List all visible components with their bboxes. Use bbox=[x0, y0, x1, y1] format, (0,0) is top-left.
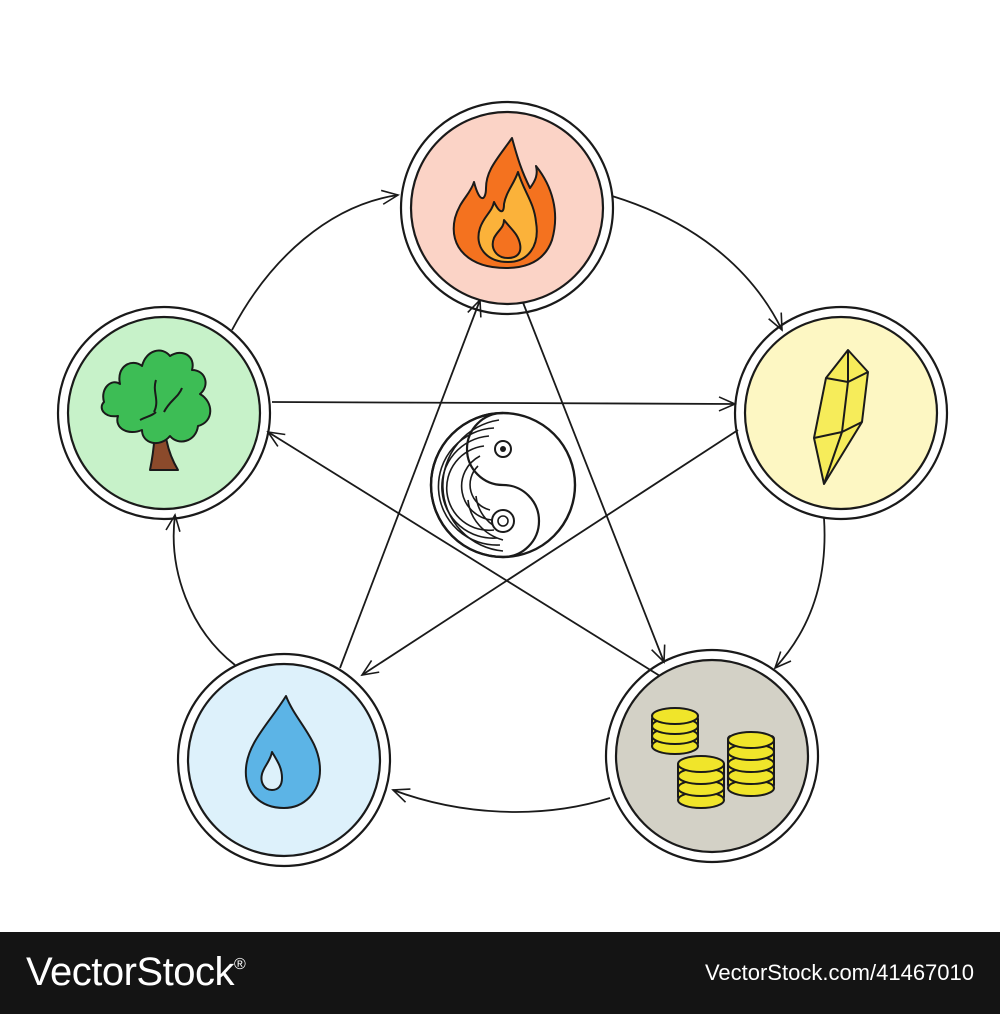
arc-wood-to-fire bbox=[231, 189, 400, 331]
fire-node bbox=[399, 100, 615, 316]
star-water-to-fire bbox=[339, 298, 482, 669]
water-drop-icon bbox=[244, 695, 321, 809]
five-elements-diagram bbox=[56, 100, 949, 868]
star-wood-to-earth bbox=[271, 396, 737, 412]
controlling-cycle bbox=[266, 298, 739, 677]
brand-text: VectorStock bbox=[26, 950, 234, 994]
star-earth-to-water bbox=[360, 429, 739, 677]
yin-yang-icon bbox=[429, 411, 577, 559]
registered-mark: ® bbox=[233, 956, 246, 973]
image-reference: VectorStock.com/41467010 bbox=[704, 960, 974, 985]
arc-metal-to-water bbox=[391, 788, 611, 813]
water-node bbox=[176, 652, 392, 868]
earth-node bbox=[733, 305, 949, 521]
arc-fire-to-earth bbox=[611, 195, 783, 332]
metal-node bbox=[604, 648, 820, 864]
star-fire-to-metal bbox=[521, 299, 666, 664]
arc-earth-to-metal bbox=[773, 517, 826, 670]
crystal-icon bbox=[813, 349, 869, 485]
footer-bar: VectorStock® VectorStock.com/41467010 bbox=[0, 932, 1000, 1014]
generating-cycle bbox=[165, 189, 826, 813]
star-metal-to-wood bbox=[266, 430, 661, 677]
coins-icon bbox=[651, 707, 775, 809]
tree-icon bbox=[100, 349, 212, 471]
flame-icon bbox=[452, 137, 557, 269]
brand-logo[interactable]: VectorStock® bbox=[26, 950, 246, 995]
arc-water-to-wood bbox=[165, 513, 236, 666]
wood-node bbox=[56, 305, 272, 521]
